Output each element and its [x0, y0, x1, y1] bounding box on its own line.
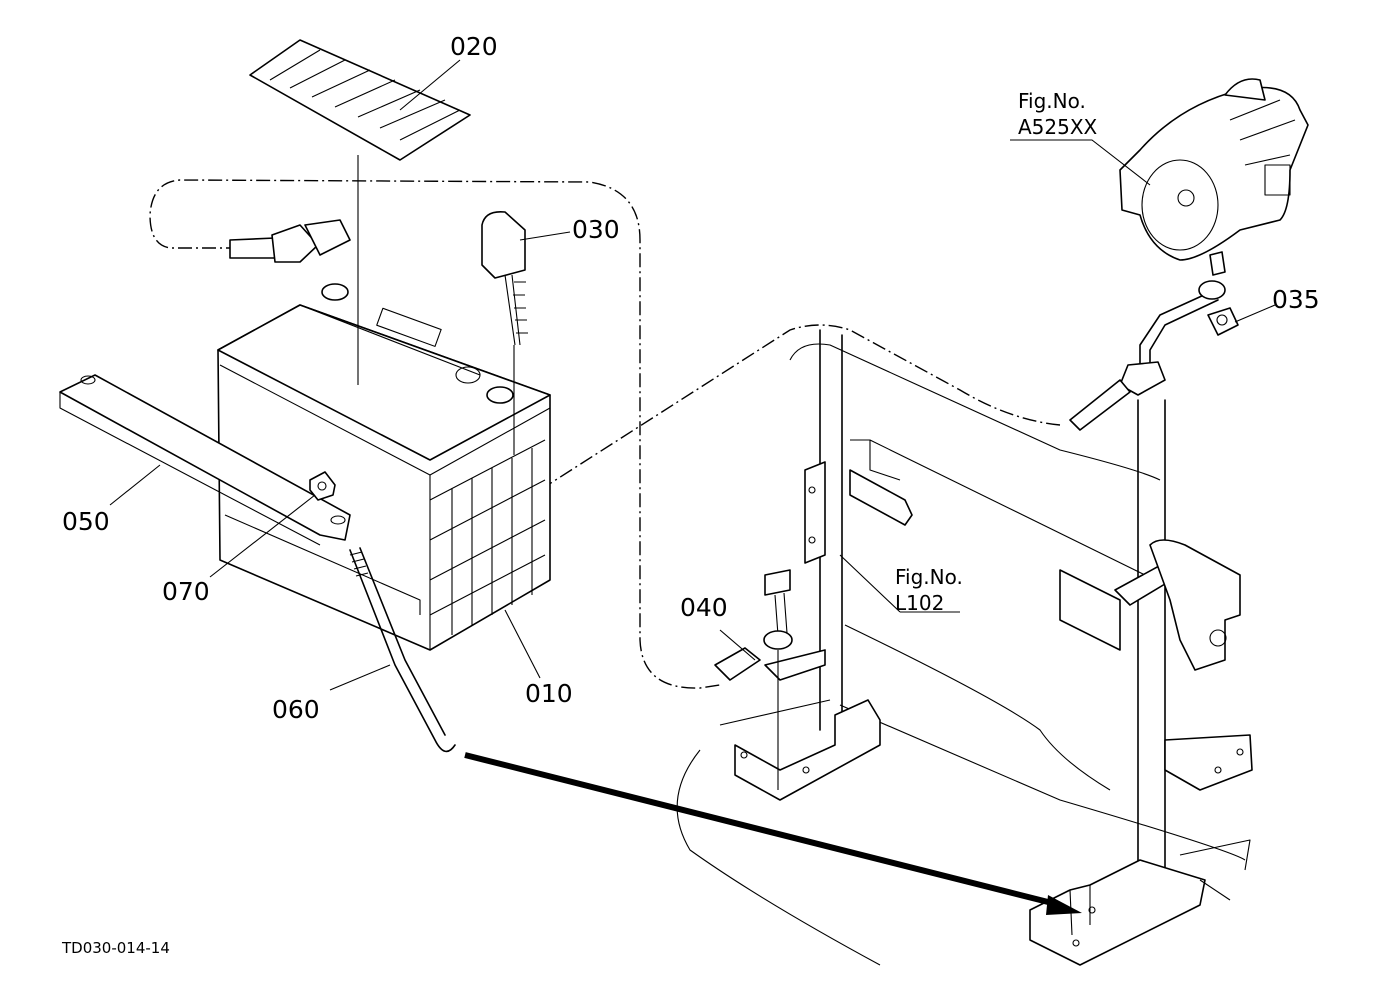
sticker-020 [249, 39, 471, 385]
part-label-060[interactable]: 060 [272, 695, 320, 724]
cable-route-main [539, 324, 1061, 491]
part-label-010[interactable]: 010 [525, 679, 573, 708]
part-label-030[interactable]: 030 [572, 215, 620, 244]
fig-ref-a525xx-line2[interactable]: A525XX [1018, 115, 1098, 139]
part-label-050[interactable]: 050 [62, 507, 110, 536]
assembly-arrow [464, 752, 1061, 908]
part-label-070[interactable]: 070 [162, 577, 210, 606]
fig-ref-l102-line1[interactable]: Fig.No. [895, 565, 963, 589]
rod-060 [349, 547, 456, 753]
cable-035 [1069, 280, 1239, 431]
chassis-frame [676, 329, 1253, 966]
drawing-id: TD030-014-14 [61, 939, 170, 957]
part-label-040[interactable]: 040 [680, 593, 728, 622]
assembly-arrow-head [1046, 895, 1082, 915]
starter-motor [1119, 78, 1309, 276]
part-label-035[interactable]: 035 [1272, 285, 1320, 314]
part-label-020[interactable]: 020 [450, 32, 498, 61]
holder-bar-050 [59, 374, 351, 546]
negative-cable [229, 219, 351, 263]
cable-route-left [149, 179, 721, 689]
terminal-cover-030 [481, 210, 528, 455]
fig-ref-l102-line2[interactable]: L102 [895, 591, 944, 615]
bolt-cable-040 [714, 569, 826, 790]
nut-070 [309, 471, 336, 501]
fig-ref-a525xx-line1[interactable]: Fig.No. [1018, 89, 1086, 113]
battery-010 [217, 283, 551, 651]
leader-lines [109, 59, 1276, 691]
